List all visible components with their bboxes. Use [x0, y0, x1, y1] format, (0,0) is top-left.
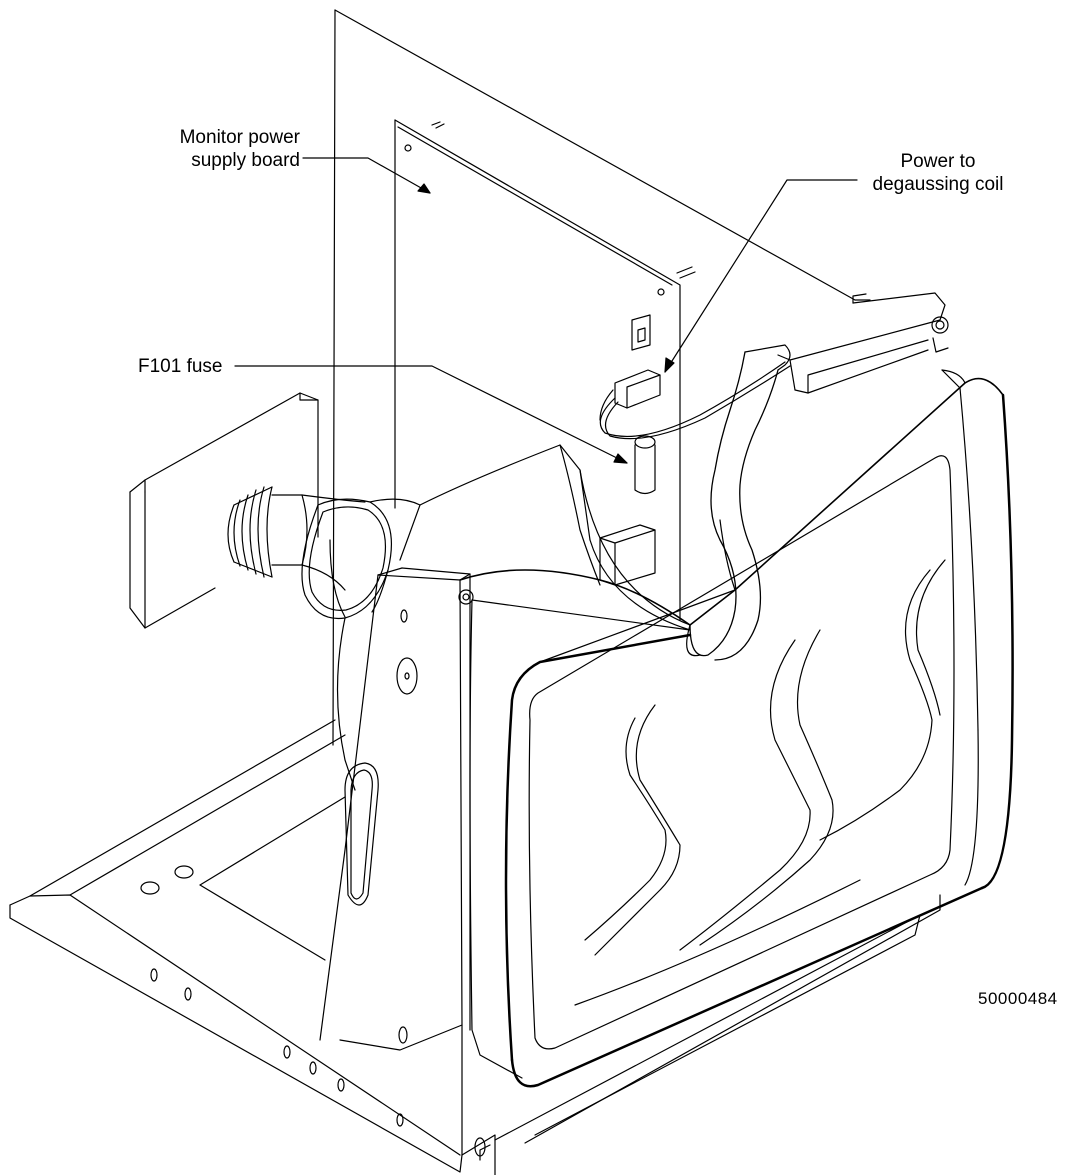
callout-power-supply-board: Monitor power supply board	[112, 126, 300, 172]
power-supply-board	[395, 120, 695, 620]
callout-power-supply-board-line1: Monitor power	[179, 127, 300, 148]
callout-leader-fuse	[235, 366, 627, 463]
callout-leader-power-supply	[303, 158, 430, 193]
left-side-bracket	[320, 568, 473, 1155]
callout-fuse: F101 fuse	[138, 355, 223, 378]
callout-degaussing-power-line2: degaussing coil	[872, 174, 1004, 195]
crt-funnel	[338, 445, 691, 790]
figure-number: 50000484	[978, 989, 1058, 1008]
callout-degaussing-power: Power to degaussing coil	[848, 150, 1028, 196]
callout-degaussing-power-line1: Power to	[900, 151, 976, 172]
callout-power-supply-board-line2: supply board	[191, 150, 300, 171]
chassis-back-panel	[333, 10, 870, 745]
top-bracket	[778, 293, 948, 393]
callout-leader-degaussing	[665, 180, 857, 372]
chassis-base	[10, 720, 940, 1175]
callout-fuse-text: F101 fuse	[138, 356, 223, 377]
crt-face	[460, 370, 1013, 1086]
degaussing-coil-strap	[687, 345, 790, 660]
left-mounting-plate	[130, 393, 318, 628]
crt-neck	[228, 487, 391, 619]
degaussing-wire	[600, 362, 790, 439]
